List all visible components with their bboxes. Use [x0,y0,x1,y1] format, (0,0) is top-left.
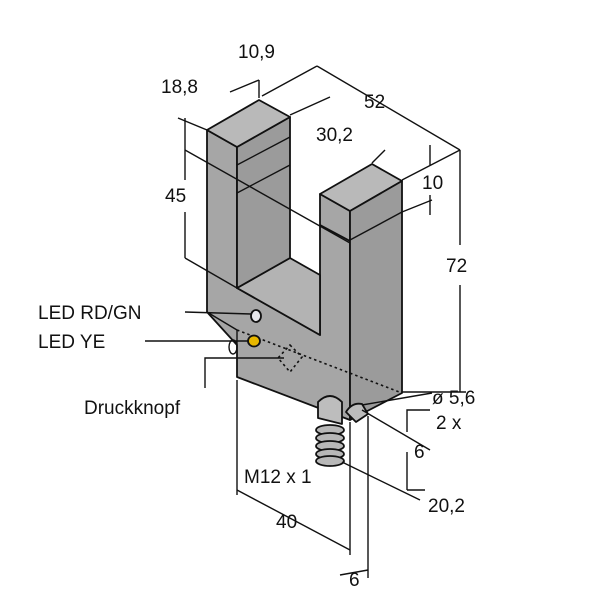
dim-arm-width: 10,9 [238,42,275,63]
dimension-lines [145,65,466,578]
label-led-ye: LED YE [38,332,105,353]
dim-thread: M12 x 1 [244,467,312,488]
connector-thread [315,424,345,467]
band-line [349,211,403,241]
dim-bottom-offset: 6 [349,570,360,591]
dim-base-length: 40 [276,512,297,533]
dim-slot-width: 30,2 [316,125,353,146]
band-line [319,224,351,242]
left-arm-top-face [206,99,291,148]
sensor-body [206,99,403,421]
dim-hole-diameter: ø 5,6 [432,388,475,409]
label-button: Druckknopf [84,398,181,419]
bevel-line [206,311,238,331]
side-hole [228,339,238,355]
button-outline-dotted [276,343,304,374]
dim-hole-offset: 6 [414,442,425,463]
connector-housing [317,395,343,425]
hole-axis-dotted [236,329,403,394]
band-line [236,164,291,194]
dim-band-height: 10 [422,173,443,194]
led-ye-icon [247,334,261,348]
led-rdgn-icon [250,309,262,323]
dim-connector-offset: 20,2 [428,496,465,517]
dim-total-length: 52 [364,92,385,113]
m12-connector [315,395,369,467]
label-led-rdgn: LED RD/GN [38,303,141,324]
dim-slot-depth: 45 [165,186,186,207]
dim-total-height: 72 [446,256,467,277]
dim-depth-width: 18,8 [161,77,198,98]
band-line [236,136,291,166]
dim-hole-count: 2 x [436,413,462,434]
